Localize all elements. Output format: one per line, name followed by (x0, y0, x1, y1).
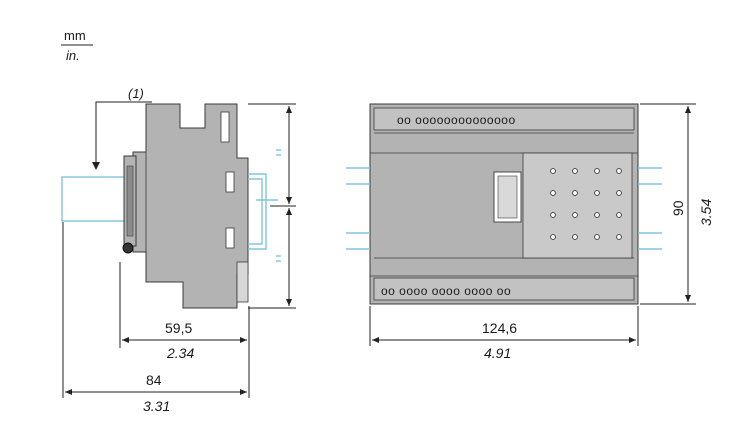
callout-leader (95, 101, 152, 168)
height-in-value: 3.54 (698, 199, 714, 226)
width-mm-value: 124,6 (482, 320, 517, 336)
side-view: (1) 5 (61, 86, 296, 414)
front-keypad-panel (522, 152, 633, 259)
bottom-terminal-strip (373, 277, 635, 301)
depth-mm-value: 59,5 (165, 320, 192, 336)
overall-depth-mm-value: 84 (146, 372, 162, 388)
keypad-dot (616, 212, 622, 218)
keypad-dots (550, 168, 622, 240)
keypad-dot (572, 212, 578, 218)
side-rail-clip-upper (225, 171, 235, 193)
keypad-dot (550, 212, 556, 218)
side-slot-top (220, 111, 230, 143)
front-display-inner (497, 175, 518, 219)
side-housing (132, 103, 249, 309)
keypad-dot (616, 190, 622, 196)
keypad-dot (550, 234, 556, 240)
din-rail-profile-outer (248, 173, 267, 250)
overall-depth-in-value: 3.31 (143, 398, 170, 414)
keypad-dot (616, 234, 622, 240)
side-bottom-foot (236, 261, 249, 303)
keypad-dot (616, 168, 622, 174)
keypad-dot (550, 168, 556, 174)
top-terminal-row: oo oooooooooooooo (397, 113, 516, 127)
keypad-dot (572, 168, 578, 174)
front-view: oo oooooooooooooo oo oooo oooo oooo oo 1… (346, 103, 714, 361)
callout-arrowhead (92, 162, 100, 170)
bottom-terminal-row: oo oooo oooo oooo oo (381, 284, 511, 298)
side-cable-connector (61, 176, 127, 222)
din-rail-profile (248, 178, 263, 245)
keypad-dot (572, 190, 578, 196)
keypad-dot (594, 234, 600, 240)
keypad-dot (594, 168, 600, 174)
side-release-tab (122, 242, 134, 254)
callout-label: (1) (128, 86, 144, 101)
keypad-dot (550, 190, 556, 196)
width-in-value: 4.91 (484, 345, 511, 361)
keypad-dot (594, 212, 600, 218)
depth-in-value: 2.34 (166, 345, 194, 361)
side-clip-slot (126, 165, 134, 237)
unit-imperial-label: in. (66, 48, 80, 63)
height-mm-value: 90 (670, 200, 686, 216)
keypad-dot (594, 190, 600, 196)
side-rail-clip-lower (225, 227, 235, 249)
top-terminal-strip (373, 107, 635, 131)
unit-metric-label: mm (64, 28, 86, 43)
keypad-dot (572, 234, 578, 240)
